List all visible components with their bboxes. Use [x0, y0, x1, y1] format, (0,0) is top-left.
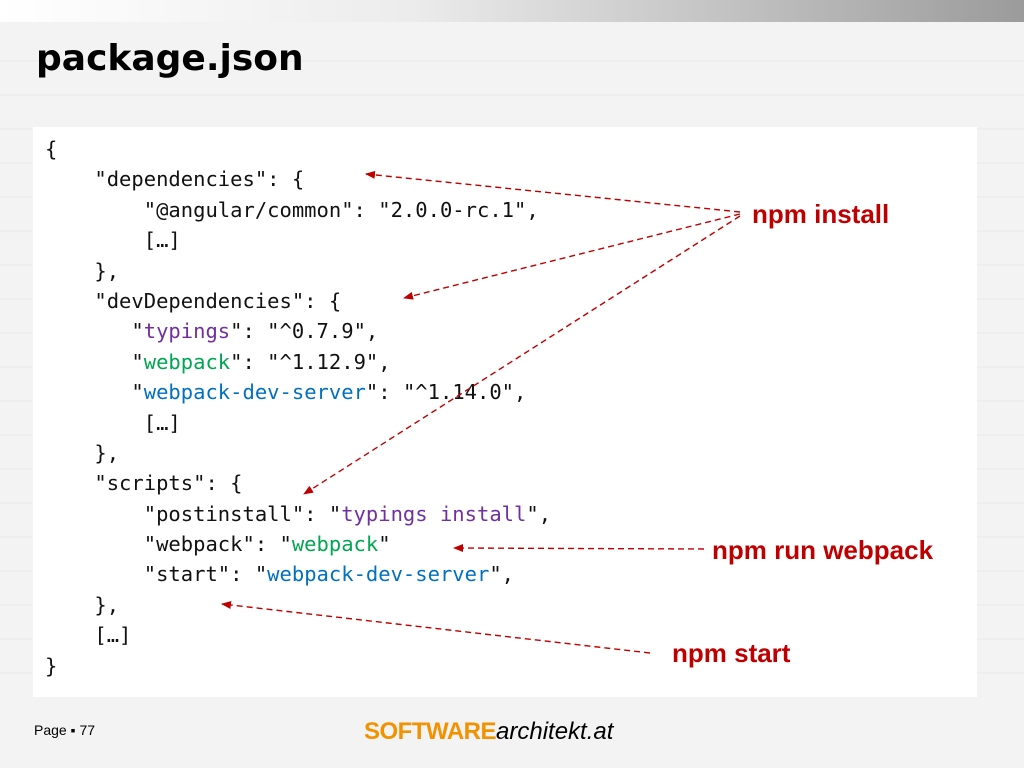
code-text: }	[45, 653, 58, 678]
code-text: "postinstall": "	[45, 501, 342, 526]
code-line: },	[45, 256, 551, 286]
page-number: Page ▪ 77	[34, 722, 96, 738]
slide-title: package.json	[36, 38, 304, 79]
code-line: "postinstall": "typings install",	[45, 499, 551, 529]
brand-logo: SOFTWAREarchitekt.at	[364, 718, 613, 746]
code-text: ",	[526, 501, 552, 526]
code-text: "start": "	[45, 562, 268, 587]
code-text: ": "^0.7.9",	[230, 319, 379, 344]
code-text: ",	[489, 562, 515, 587]
code-line: "scripts": {	[45, 468, 551, 498]
code-line: "typings": "^0.7.9",	[45, 316, 551, 346]
code-text: "dependencies": {	[45, 167, 305, 192]
code-keyword: typings install	[341, 501, 527, 526]
code-line: "webpack-dev-server": "^1.14.0",	[45, 377, 551, 407]
code-keyword: webpack	[143, 349, 231, 374]
code-text: "scripts": {	[45, 471, 243, 496]
code-line: {	[45, 134, 551, 164]
code-keyword: webpack-dev-server	[143, 380, 366, 405]
code-text: "	[45, 319, 144, 344]
code-line: […]	[45, 620, 551, 650]
code-text: },	[45, 258, 120, 283]
code-text: ": "^1.14.0",	[365, 380, 527, 405]
code-text: ": "^1.12.9",	[230, 349, 391, 374]
code-text: {	[45, 137, 58, 161]
code-text: […]	[45, 623, 132, 648]
top-gradient-bar	[0, 0, 1024, 22]
code-text: "devDependencies": {	[45, 288, 342, 313]
brand-software: SOFTWARE	[364, 718, 497, 745]
code-text: "	[45, 380, 144, 405]
code-line: },	[45, 438, 551, 468]
code-line: "devDependencies": {	[45, 286, 551, 316]
code-line: "dependencies": {	[45, 164, 551, 194]
annotation-npm-install: npm install	[752, 199, 890, 229]
code-line: "webpack": "^1.12.9",	[45, 347, 551, 377]
code-text: […]	[45, 410, 181, 435]
code-line: […]	[45, 225, 551, 255]
code-keyword: webpack	[291, 532, 379, 557]
annotation-npm-start: npm start	[672, 638, 791, 668]
code-keyword: webpack-dev-server	[267, 562, 490, 587]
code-text: "	[378, 532, 391, 557]
code-block: { "dependencies": { "@angular/common": "…	[45, 134, 551, 681]
annotation-npm-run-webpack: npm run webpack	[712, 535, 934, 565]
code-text: },	[45, 440, 120, 465]
code-line: […]	[45, 408, 551, 438]
code-text: "@angular/common": "2.0.0-rc.1",	[45, 197, 539, 222]
code-line: },	[45, 590, 551, 620]
code-text: […]	[45, 228, 181, 253]
code-line: "start": "webpack-dev-server",	[45, 559, 551, 589]
code-text: "webpack": "	[45, 532, 292, 557]
code-keyword: typings	[143, 319, 231, 344]
code-text: },	[45, 592, 120, 617]
code-line: "webpack": "webpack"	[45, 529, 551, 559]
code-text: "	[45, 349, 144, 374]
code-line: }	[45, 651, 551, 681]
code-line: "@angular/common": "2.0.0-rc.1",	[45, 195, 551, 225]
brand-architekt: architekt.at	[496, 718, 614, 745]
